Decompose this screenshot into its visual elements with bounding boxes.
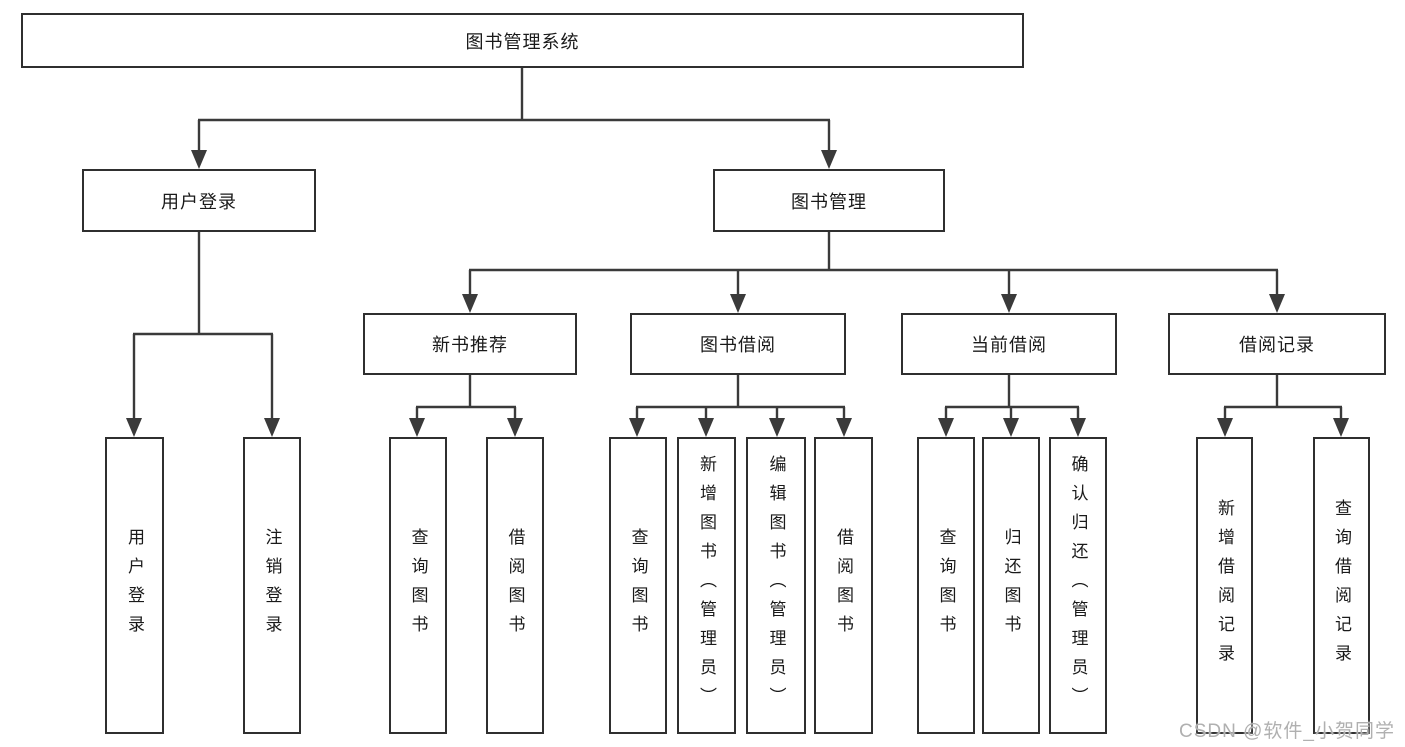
node-label: 新增借阅记录 [1215, 498, 1234, 673]
node-label: 归还图书 [1001, 527, 1021, 644]
node-label: 编辑图书（管理员） [766, 455, 786, 716]
node-label: 图书管理 [791, 191, 867, 212]
leaf-query-books-current: 查询图书 [917, 437, 975, 734]
leaf-edit-books-admin: 编辑图书（管理员） [746, 437, 806, 734]
node-label: 用户登录 [161, 191, 237, 212]
node-label: 借阅图书 [834, 527, 853, 644]
leaf-borrow-books-recommend: 借阅图书 [486, 437, 544, 734]
leaf-confirm-return-admin: 确认归还（管理员） [1049, 437, 1107, 734]
node-borrow-records: 借阅记录 [1168, 313, 1386, 375]
node-user-login: 用户登录 [82, 169, 316, 232]
node-label: 新增图书（管理员） [697, 455, 716, 716]
node-book-management: 图书管理 [713, 169, 945, 232]
leaf-return-books: 归还图书 [982, 437, 1040, 734]
node-library-system: 图书管理系统 [21, 13, 1024, 68]
leaf-user-login: 用户登录 [105, 437, 164, 734]
node-book-borrow: 图书借阅 [630, 313, 846, 375]
leaf-query-books-recommend: 查询图书 [389, 437, 447, 734]
node-label: 用户登录 [125, 527, 144, 644]
node-label: 查询图书 [936, 527, 956, 644]
leaf-borrow-books: 借阅图书 [814, 437, 873, 734]
leaf-add-books-admin: 新增图书（管理员） [677, 437, 736, 734]
node-label: 当前借阅 [971, 335, 1047, 355]
leaf-logout: 注销登录 [243, 437, 301, 734]
node-label: 借阅记录 [1239, 335, 1315, 355]
connector-stems [132, 68, 1343, 420]
node-label: 查询借阅记录 [1332, 498, 1351, 673]
node-new-book-recommend: 新书推荐 [363, 313, 577, 375]
leaf-add-borrow-record: 新增借阅记录 [1196, 437, 1253, 734]
leaf-query-borrow-record: 查询借阅记录 [1313, 437, 1370, 734]
node-current-borrow: 当前借阅 [901, 313, 1117, 375]
csdn-watermark: CSDN @软件_小贺同学 [1179, 721, 1395, 742]
node-label: 借阅图书 [505, 527, 525, 644]
node-label: 图书管理系统 [465, 31, 580, 52]
node-label: 新书推荐 [432, 335, 508, 355]
node-label: 查询图书 [628, 527, 648, 644]
node-label: 注销登录 [262, 527, 282, 644]
node-label: 图书借阅 [700, 335, 776, 355]
node-label: 确认归还（管理员） [1068, 455, 1088, 716]
node-label: 查询图书 [408, 527, 428, 644]
leaf-query-books-borrow: 查询图书 [609, 437, 667, 734]
